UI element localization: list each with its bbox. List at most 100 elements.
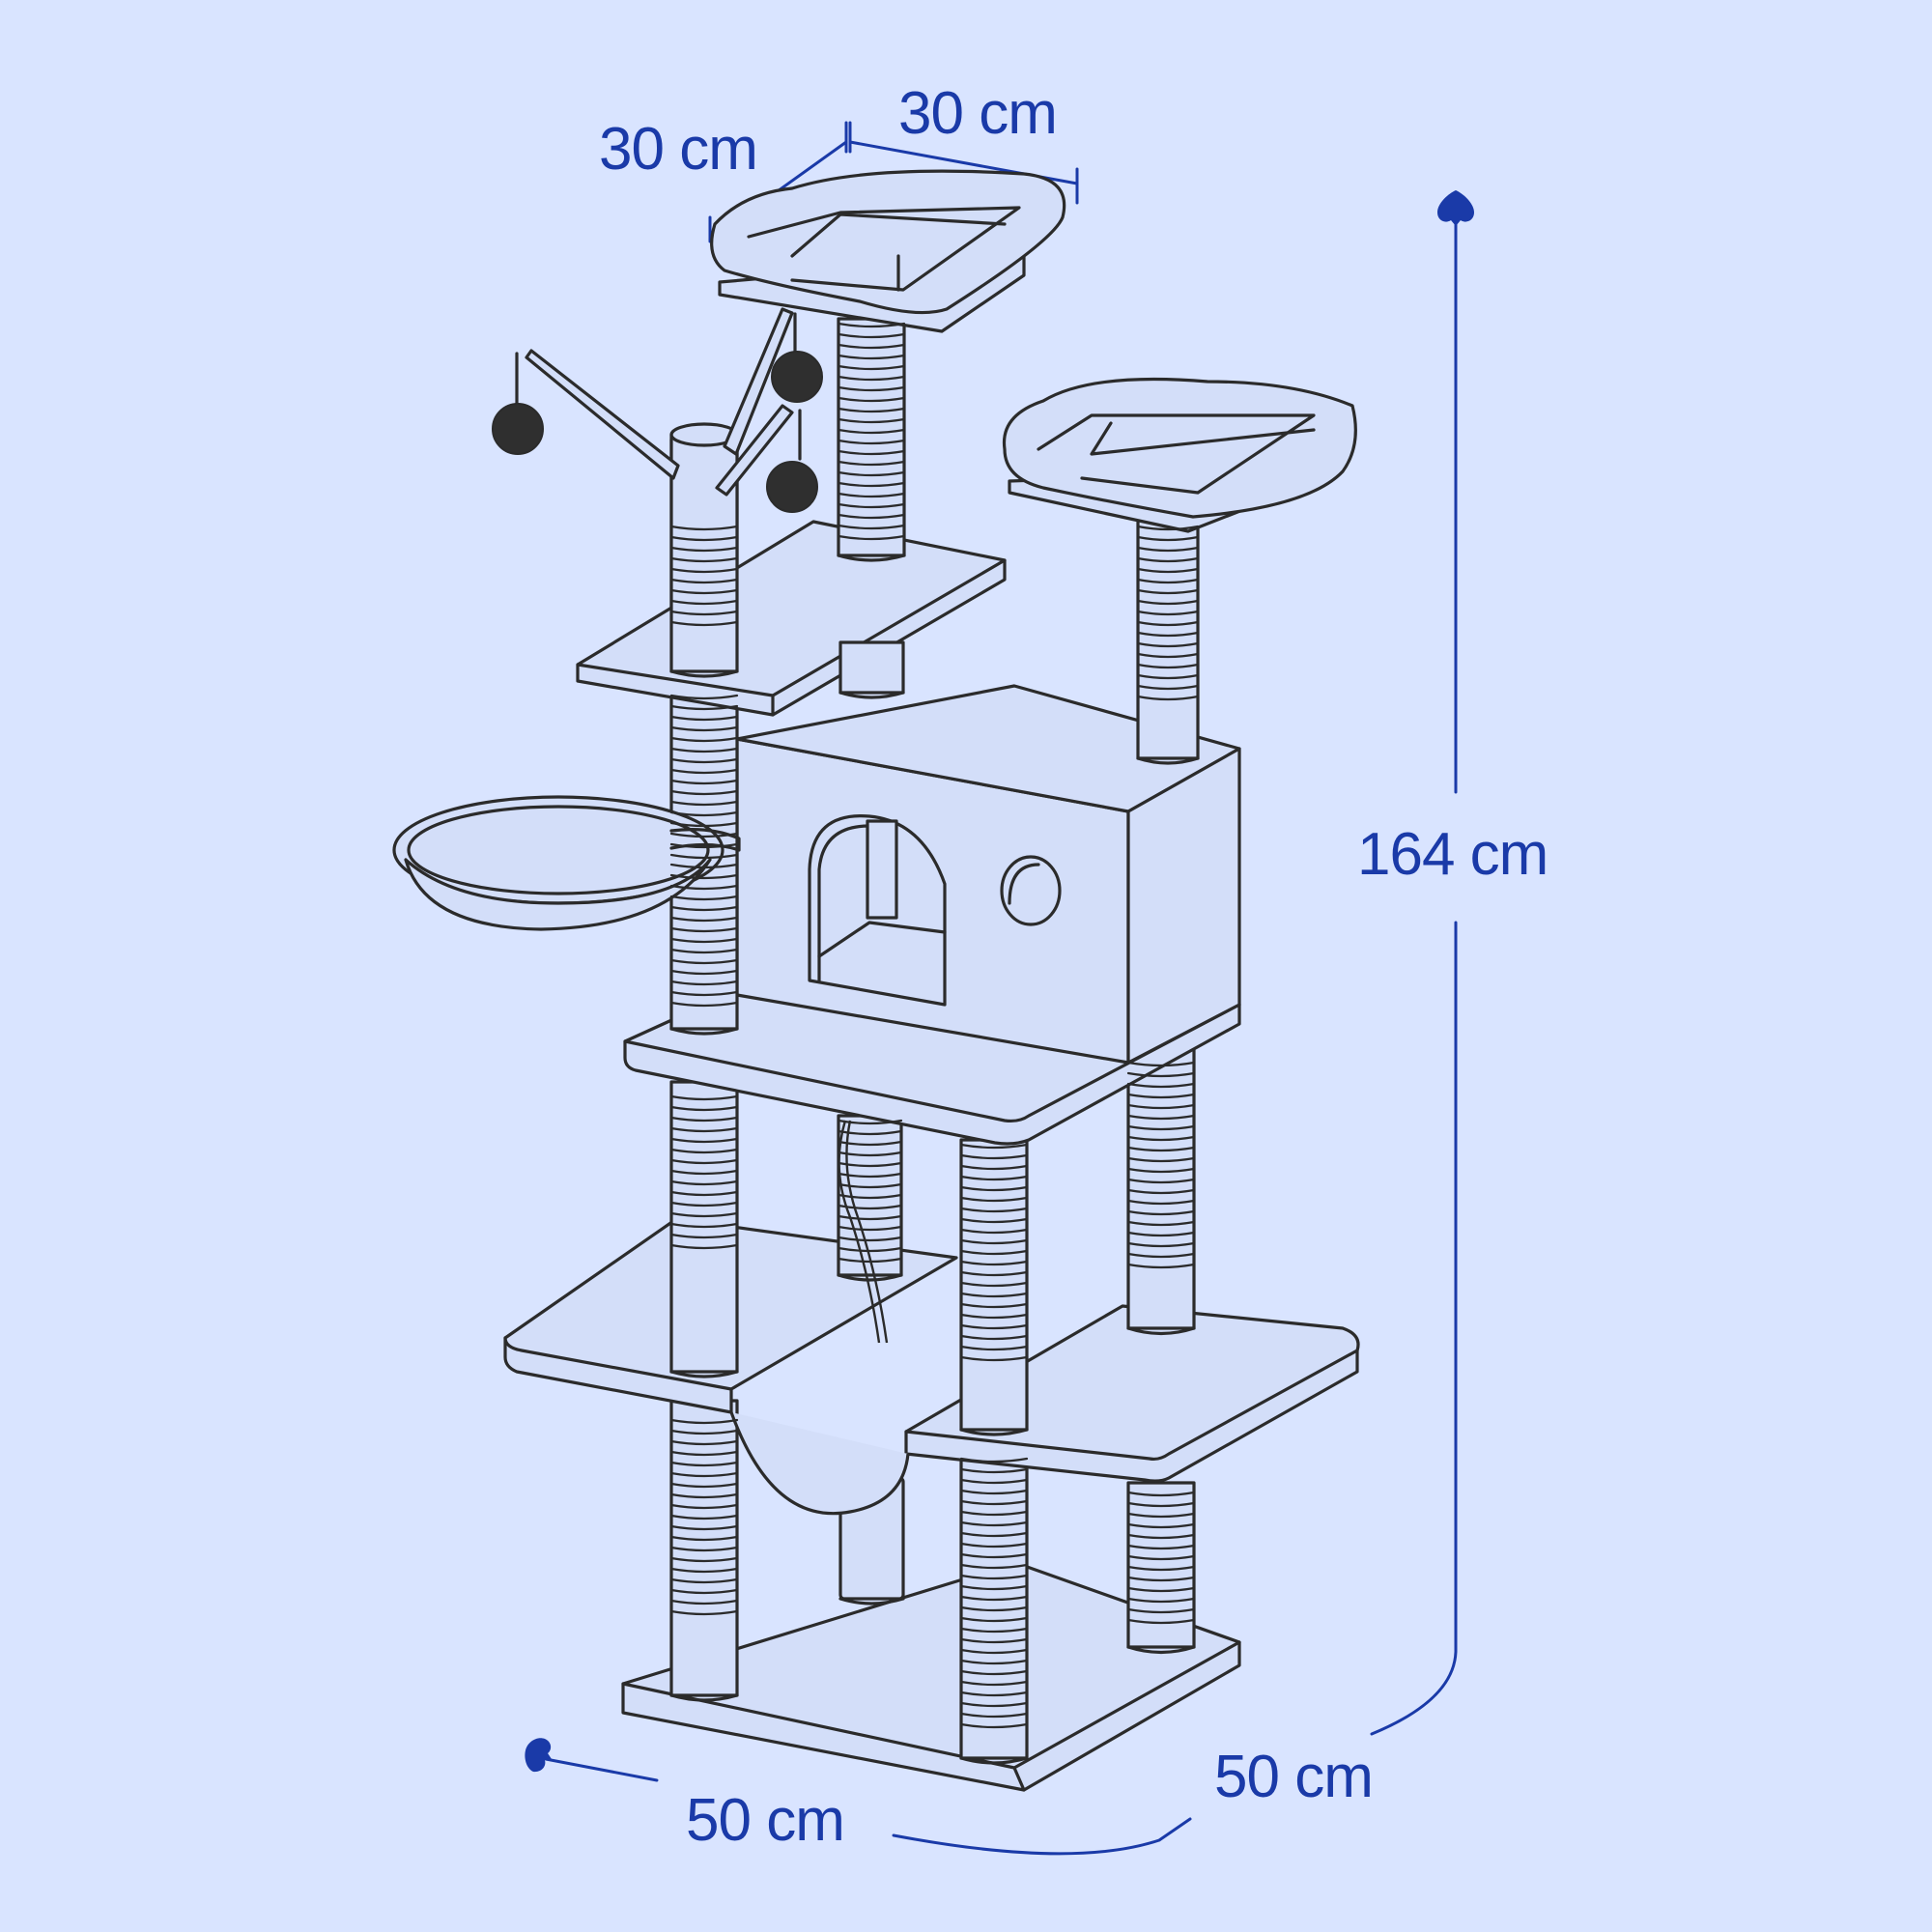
sisal-ring — [669, 1158, 739, 1165]
sisal-ring — [837, 1193, 903, 1200]
sisal-ring — [837, 513, 906, 520]
sisal-ring — [669, 1503, 739, 1510]
sisal-ring — [959, 1313, 1029, 1320]
sisal-ring — [669, 832, 739, 838]
sisal-ring — [1126, 1209, 1196, 1216]
sisal-ring — [669, 948, 739, 954]
sisal-ring — [669, 916, 739, 923]
sisal-ring — [669, 1211, 739, 1218]
sisal-ring — [959, 1542, 1029, 1548]
sisal-ring — [837, 524, 906, 530]
sisal-ring — [669, 873, 739, 880]
sisal-ring — [669, 1482, 739, 1489]
sisal-ring — [959, 1659, 1029, 1665]
sisal-ring — [1126, 1199, 1196, 1206]
height-label: 164 cm — [1357, 821, 1548, 888]
sisal-ring — [669, 980, 739, 986]
toy-branches — [492, 307, 823, 513]
sisal-ring — [669, 757, 739, 764]
sisal-ring — [1136, 695, 1200, 701]
sisal-ring — [837, 1119, 903, 1125]
sisal-ring — [669, 556, 739, 563]
sisal-ring — [837, 1257, 903, 1264]
sisal-ring — [837, 481, 906, 488]
sisal-ring — [669, 958, 739, 965]
top-depth-label: 30 cm — [599, 116, 757, 183]
sisal-ring — [669, 1524, 739, 1531]
sisal-ring — [669, 1137, 739, 1144]
sisal-ring — [959, 1281, 1029, 1288]
sisal-ring — [1126, 1135, 1196, 1142]
sisal-ring — [669, 926, 739, 933]
sisal-ring — [1126, 1061, 1196, 1067]
sisal-ring — [1126, 1263, 1196, 1269]
sisal-ring — [959, 1648, 1029, 1655]
sisal-ring — [837, 1246, 903, 1253]
sisal-ring — [959, 1302, 1029, 1309]
sisal-ring — [669, 1461, 739, 1467]
sisal-ring — [959, 1355, 1029, 1362]
sisal-ring — [959, 1520, 1029, 1527]
sisal-ring — [837, 1214, 903, 1221]
sisal-ring — [959, 1637, 1029, 1644]
sisal-ring — [669, 779, 739, 785]
top-perch — [710, 169, 1066, 333]
sisal-ring — [1126, 1178, 1196, 1184]
sisal-ring — [1126, 1220, 1196, 1227]
sisal-ring — [1126, 1586, 1196, 1593]
sisal-ring — [669, 800, 739, 807]
sisal-ring — [669, 1609, 739, 1616]
hanging-ball-left — [492, 403, 544, 455]
sisal-ring — [669, 578, 739, 584]
sisal-ring — [669, 704, 739, 711]
sisal-ring — [959, 1334, 1029, 1341]
sisal-ring — [959, 1595, 1029, 1602]
sisal-ring — [669, 747, 739, 753]
sisal-ring — [669, 1514, 739, 1520]
sisal-ring — [837, 492, 906, 498]
sisal-ring — [669, 535, 739, 542]
height-arrowhead-icon — [1437, 190, 1474, 226]
sisal-ring — [1136, 641, 1200, 648]
sisal-ring — [669, 725, 739, 732]
sisal-ring — [837, 364, 906, 371]
sisal-ring — [1126, 1156, 1196, 1163]
sisal-ring — [669, 1439, 739, 1446]
sisal-ring — [669, 842, 739, 849]
sisal-ring — [959, 1260, 1029, 1266]
sisal-ring — [1136, 673, 1200, 680]
sisal-ring — [837, 1204, 903, 1210]
sisal-ring — [1126, 1124, 1196, 1131]
base-depth-label: 50 cm — [686, 1787, 844, 1854]
sisal-ring — [669, 969, 739, 976]
sisal-ring — [669, 810, 739, 817]
sisal-ring — [1126, 1533, 1196, 1540]
sisal-ring — [1126, 1544, 1196, 1550]
sisal-ring — [1126, 1512, 1196, 1519]
sisal-ring — [669, 546, 739, 553]
sisal-ring — [669, 1471, 739, 1478]
sisal-ring — [1126, 1618, 1196, 1625]
sisal-ring — [669, 1535, 739, 1542]
sisal-ring — [837, 1236, 903, 1242]
sisal-ring — [837, 1172, 903, 1179]
sisal-ring — [669, 525, 739, 531]
dimension-labels: 30 cm 30 cm 164 cm 50 cm 50 cm — [599, 80, 1548, 1854]
sisal-ring — [1136, 546, 1200, 553]
sisal-ring — [959, 1207, 1029, 1213]
sisal-ring — [959, 1690, 1029, 1697]
sisal-ring — [959, 1228, 1029, 1235]
sisal-ring — [837, 1225, 903, 1232]
cat-house — [735, 684, 1241, 1065]
sisal-ring — [959, 1722, 1029, 1729]
sisal-ring — [837, 1129, 903, 1136]
sisal-ring — [837, 417, 906, 424]
sisal-ring — [959, 1489, 1029, 1495]
sisal-ring — [959, 1499, 1029, 1506]
sisal-ring — [837, 1161, 903, 1168]
dimension-lines — [525, 121, 1474, 1856]
sisal-ring — [1126, 1082, 1196, 1089]
sisal-ring — [959, 1584, 1029, 1591]
sisal-ring — [669, 937, 739, 944]
sisal-ring — [959, 1345, 1029, 1351]
